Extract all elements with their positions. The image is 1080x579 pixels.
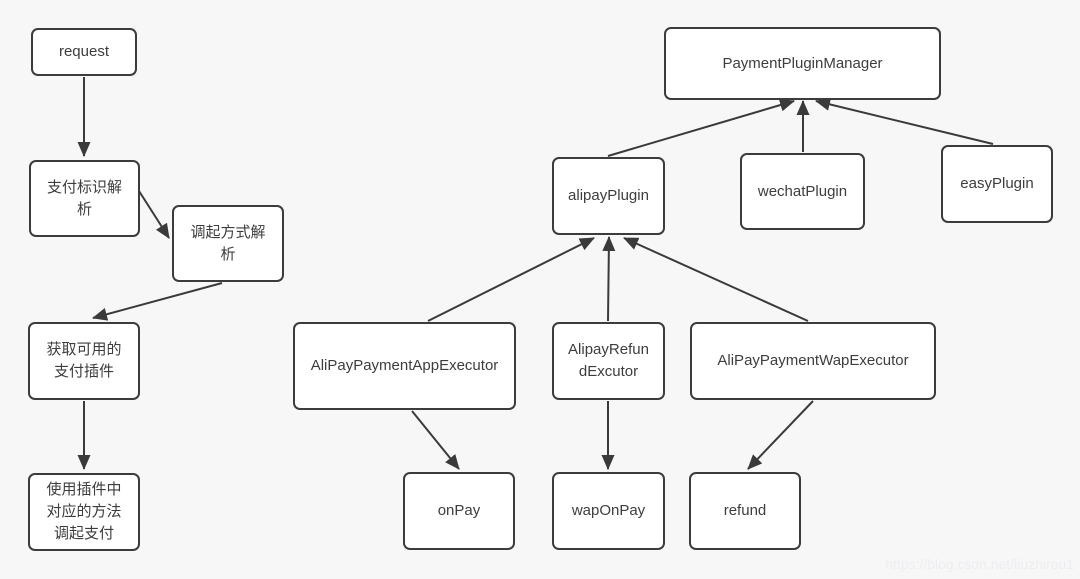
node-label: 支付标识解析 — [46, 178, 122, 218]
edge-alipay-refund-executor-to-alipay-plugin — [602, 236, 616, 322]
node-wap-on-pay: wapOnPay — [552, 472, 665, 550]
edge-parse-invoke-method-to-get-available-plugin — [92, 282, 223, 321]
edge-alipay-wap-executor-to-refund — [747, 400, 814, 470]
node-label: AliPayPaymentWapExecutor — [717, 352, 909, 370]
node-alipay-plugin: alipayPlugin — [552, 157, 665, 235]
node-parse-invoke-method: 调起方式解析 — [172, 205, 284, 282]
node-parse-pay-id: 支付标识解析 — [29, 160, 140, 237]
node-request: request — [31, 28, 137, 76]
node-label: wechatPlugin — [757, 182, 848, 200]
node-payment-plugin-manager: PaymentPluginManager — [664, 27, 941, 100]
node-invoke-pay-method: 使用插件中对应的方法调起支付 — [28, 473, 140, 551]
edge-alipay-app-executor-to-alipay-plugin — [427, 237, 595, 322]
edges-group — [77, 77, 994, 470]
node-alipay-app-executor: AliPayPaymentAppExecutor — [293, 322, 516, 410]
node-refund: refund — [689, 472, 801, 550]
edge-easy-plugin-to-payment-plugin-manager — [815, 97, 994, 145]
edge-alipay-app-executor-to-on-pay — [411, 410, 460, 470]
edge-alipay-wap-executor-to-alipay-plugin — [623, 237, 809, 322]
node-alipay-wap-executor: AliPayPaymentWapExecutor — [690, 322, 936, 400]
edge-alipay-plugin-to-payment-plugin-manager — [607, 98, 795, 157]
node-label: refund — [723, 502, 767, 520]
node-on-pay: onPay — [403, 472, 515, 550]
watermark: https://blog.csdn.net/liuzhirou1 — [885, 557, 1074, 572]
edge-parse-pay-id-to-parse-invoke-method — [138, 190, 170, 239]
node-label: 使用插件中对应的方法调起支付 — [46, 481, 122, 542]
node-label: request — [58, 43, 110, 61]
node-label: 获取可用的支付插件 — [46, 341, 122, 380]
node-easy-plugin: easyPlugin — [941, 145, 1053, 223]
node-label: wapOnPay — [571, 502, 646, 520]
node-wechat-plugin: wechatPlugin — [740, 153, 865, 230]
node-alipay-refund-executor: AlipayRefundExcutor — [552, 322, 665, 400]
node-label: AliPayPaymentAppExecutor — [310, 357, 499, 375]
node-label: easyPlugin — [960, 175, 1034, 193]
node-label: onPay — [437, 502, 481, 520]
node-label: alipayPlugin — [568, 187, 649, 205]
node-label: PaymentPluginManager — [722, 54, 883, 72]
node-get-available-plugin: 获取可用的支付插件 — [28, 322, 140, 400]
node-label: AlipayRefundExcutor — [568, 341, 649, 380]
node-label: 调起方式解析 — [190, 223, 266, 263]
